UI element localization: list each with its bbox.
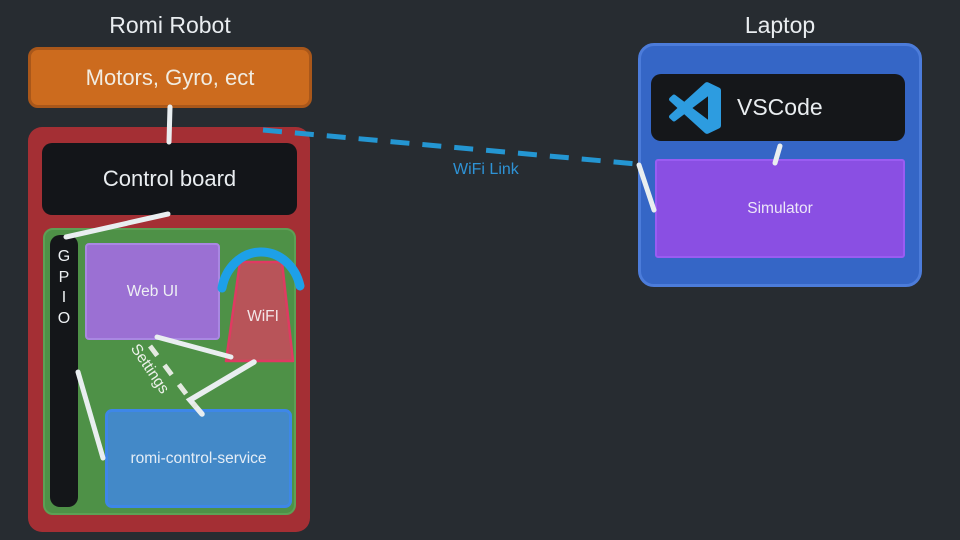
vscode-node: VSCode (651, 74, 905, 141)
control-board-label: Control board (102, 166, 237, 191)
romi-robot-title: Romi Robot (109, 12, 231, 38)
gpio-letter-i: I (61, 289, 67, 306)
gpio-letter-g: G (57, 248, 71, 265)
connector-wifi-link-dashed (262, 127, 638, 167)
romi-control-service-label: romi-control-service (130, 449, 267, 467)
vscode-label: VSCode (737, 94, 823, 120)
web-ui-node: Web UI (85, 243, 220, 340)
laptop-title: Laptop (744, 12, 816, 38)
motors-gyro-label: Motors, Gyro, ect (85, 64, 255, 90)
simulator-node: Simulator (655, 159, 905, 258)
gpio-strip: G P I O (50, 235, 78, 507)
web-ui-label: Web UI (126, 282, 179, 300)
vscode-icon (669, 81, 721, 134)
simulator-label: Simulator (747, 199, 813, 217)
wifi-label: WiFI (247, 308, 279, 325)
gpio-letter-o: O (57, 309, 71, 327)
control-board-node: Control board (42, 143, 297, 215)
romi-control-service-node: romi-control-service (105, 409, 292, 508)
wifi-link-label: WiFi Link (453, 161, 519, 178)
motors-gyro-node: Motors, Gyro, ect (28, 47, 312, 108)
gpio-letter-p: P (58, 268, 70, 286)
